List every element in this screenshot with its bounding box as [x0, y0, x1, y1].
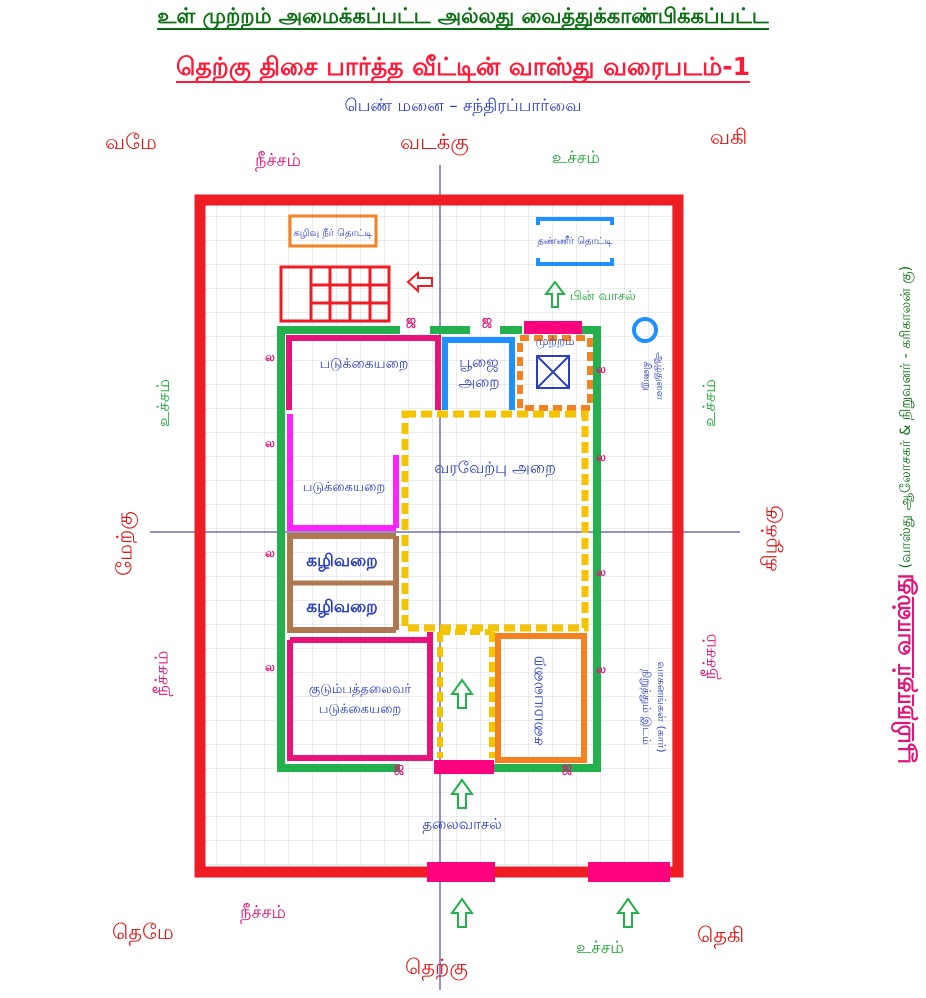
corner-nw-label: வமே — [105, 130, 157, 154]
waste-tank — [288, 214, 378, 248]
flow-arrow-left — [406, 270, 433, 294]
la-mark: ல — [265, 546, 275, 560]
la-mark: ல — [265, 660, 275, 674]
bedroom-2-label: படுக்கையறை — [302, 480, 386, 495]
main-door-bar — [434, 760, 494, 774]
south-ucham-marker: உச்சம் — [576, 938, 624, 958]
subtitle: பெண் மனை – சந்திரப்பார்வை — [344, 96, 582, 116]
ja-mark: ஜ — [562, 760, 573, 774]
bedroom-1-wall — [286, 335, 441, 410]
master-bedroom-wall — [287, 632, 433, 761]
brand-name: பூமிநாதர் வாஸ்து — [888, 573, 916, 765]
parking-label: வாகனங்கள் (கார்)நிறுத்தும் இடம் — [640, 661, 668, 753]
reception-label: வரவேற்பு அறை — [434, 458, 556, 477]
reception-wall — [401, 410, 589, 632]
ja-mark: ஜ — [406, 313, 417, 327]
la-mark: ல — [596, 450, 606, 464]
corridor-wall — [437, 629, 495, 758]
entry-arrows — [450, 280, 640, 928]
south-gate-1 — [427, 862, 495, 882]
toilet-2-label: கழிவறை — [306, 597, 378, 617]
south-neecham-marker: நீச்சம் — [240, 902, 286, 923]
septic-chamber — [279, 265, 391, 323]
south-label: தெற்கு — [405, 955, 468, 979]
borewell — [632, 317, 658, 343]
la-mark: ல — [596, 362, 606, 376]
pooja-room-label: பூஜைஅறை — [458, 353, 500, 391]
pooja-room-wall — [442, 337, 515, 410]
main-door-label: தலைவாசல் — [422, 815, 502, 833]
borewell-label: ஆழ்துளை கிணறு — [641, 352, 665, 400]
title-line-2: தெற்கு திசை பார்த்த வீட்டின் வாஸ்து வரைப… — [176, 52, 750, 83]
bedroom-1-label: படுக்கையறை — [319, 356, 409, 372]
north-neecham-marker: நீச்சம் — [255, 150, 301, 171]
title-line-1: உள் முற்றம் அமைக்கப்பட்ட அல்லது வைத்துக்… — [157, 4, 769, 30]
north-label: வடக்கு — [400, 130, 469, 154]
kitchen-wall — [495, 633, 587, 763]
corner-se-label: தெகி — [697, 923, 745, 947]
la-mark: ல — [596, 662, 606, 676]
water-tank-label: தண்ணீர் தொட்டி — [537, 236, 613, 247]
la-mark: ல — [596, 565, 606, 579]
la-mark: ல — [265, 436, 275, 450]
south-gate-2 — [588, 862, 670, 882]
corner-ne-label: வகி — [710, 125, 748, 149]
bedroom-2-wall — [287, 414, 396, 531]
water-tank — [536, 217, 614, 266]
courtyard-box — [536, 355, 570, 389]
ja-mark: ஜ — [482, 313, 493, 327]
back-door-bar — [524, 321, 582, 334]
ja-mark: ஜ — [394, 760, 405, 774]
courtyard-label: முற்றம் — [535, 334, 575, 348]
master-bedroom-label: குடும்பத்தலைவர்படுக்கையறை — [308, 682, 412, 717]
courtyard-cross — [536, 355, 570, 389]
north-ucham-marker: உச்சம் — [552, 148, 600, 168]
consultant-detail: (வாஸ்து ஆலோசகர் & நிறுவனர் - கரிகாலன் கு… — [898, 265, 914, 569]
house-wall — [277, 326, 601, 772]
corner-sw-label: தெமே — [112, 920, 174, 944]
toilet-1-label: கழிவறை — [306, 551, 378, 571]
waste-tank-label: கழிவு நீர் தொட்டி — [293, 228, 373, 239]
side-credit: பூமிநாதர் வாஸ்து (வாஸ்து ஆலோசகர் & நிறுவ… — [888, 215, 926, 815]
kitchen-label: சமையலறை — [527, 655, 547, 746]
courtyard-wall — [517, 335, 593, 411]
back-door-label: பின் வாசல் — [570, 289, 636, 304]
la-mark: ல — [265, 350, 275, 364]
